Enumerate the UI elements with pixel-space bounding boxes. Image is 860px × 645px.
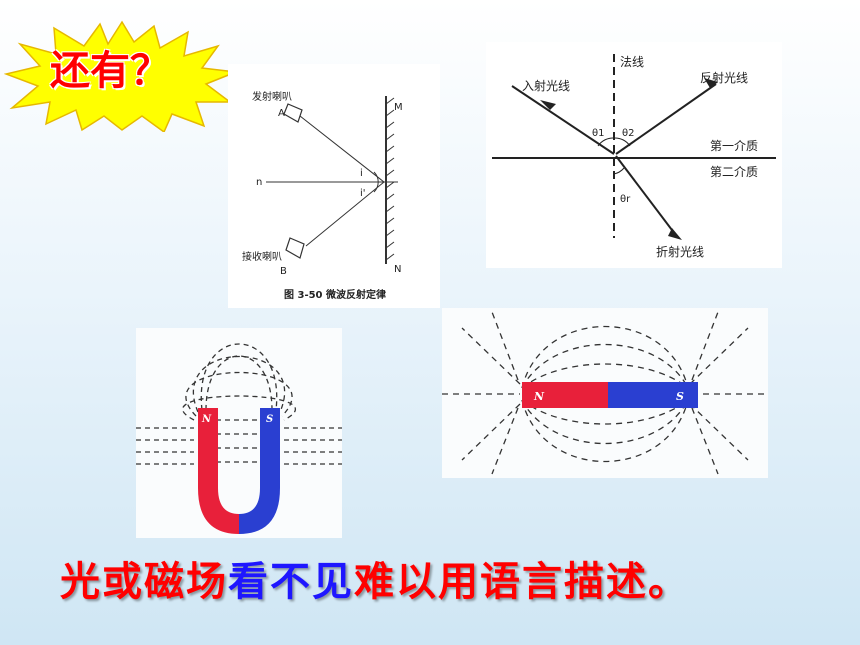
receiver-label: 接收喇叭	[242, 250, 282, 263]
bar-n-label: N	[533, 390, 545, 403]
statement-part-3: 难以用语言描述。	[354, 559, 690, 605]
mirror-n-label: N	[394, 264, 401, 275]
mirror-m-label: M	[394, 102, 403, 113]
reflection-angle-label: i'	[360, 188, 366, 199]
starburst-shape	[4, 20, 237, 132]
refraction-figure: 法线 入射光线 反射光线 折射光线 第一介质 第二介质 θ1 θ2 θr	[486, 42, 782, 268]
incident-label: 入射光线	[522, 78, 570, 93]
microwave-reflection-figure: 发射喇叭 A 接收喇叭 B M N n i i' 图 3-50 微波反射定律	[228, 64, 440, 308]
theta1-label: θ1	[592, 128, 604, 139]
horseshoe-s-label: S	[266, 414, 273, 425]
normal-label: n	[256, 177, 262, 188]
emitter-point: A	[278, 108, 285, 119]
emitter-label: 发射喇叭	[252, 90, 292, 103]
receiver-point: B	[280, 266, 287, 277]
reflected-label: 反射光线	[700, 70, 748, 85]
bar-magnet-figure: N S	[442, 308, 768, 478]
refracted-label: 折射光线	[656, 244, 704, 259]
microwave-caption: 图 3-50 微波反射定律	[284, 288, 386, 301]
medium2-label: 第二介质	[710, 165, 758, 179]
horseshoe-magnet-figure: N S	[136, 328, 342, 538]
starburst-badge	[4, 20, 237, 132]
statement-part-2: 看不见	[228, 559, 354, 605]
medium1-label: 第一介质	[710, 139, 758, 153]
bar-s-label: S	[676, 390, 684, 403]
normal-label: 法线	[620, 55, 644, 69]
badge-title: 还有？	[50, 48, 170, 94]
horseshoe-n-label: N	[201, 414, 212, 425]
incidence-angle-label: i	[360, 168, 363, 179]
theta-r-label: θr	[620, 194, 631, 205]
theta2-label: θ2	[622, 128, 634, 139]
statement-part-1: 光或磁场	[60, 559, 228, 605]
statement-text: 光或磁场看不见难以用语言描述。	[60, 552, 820, 612]
